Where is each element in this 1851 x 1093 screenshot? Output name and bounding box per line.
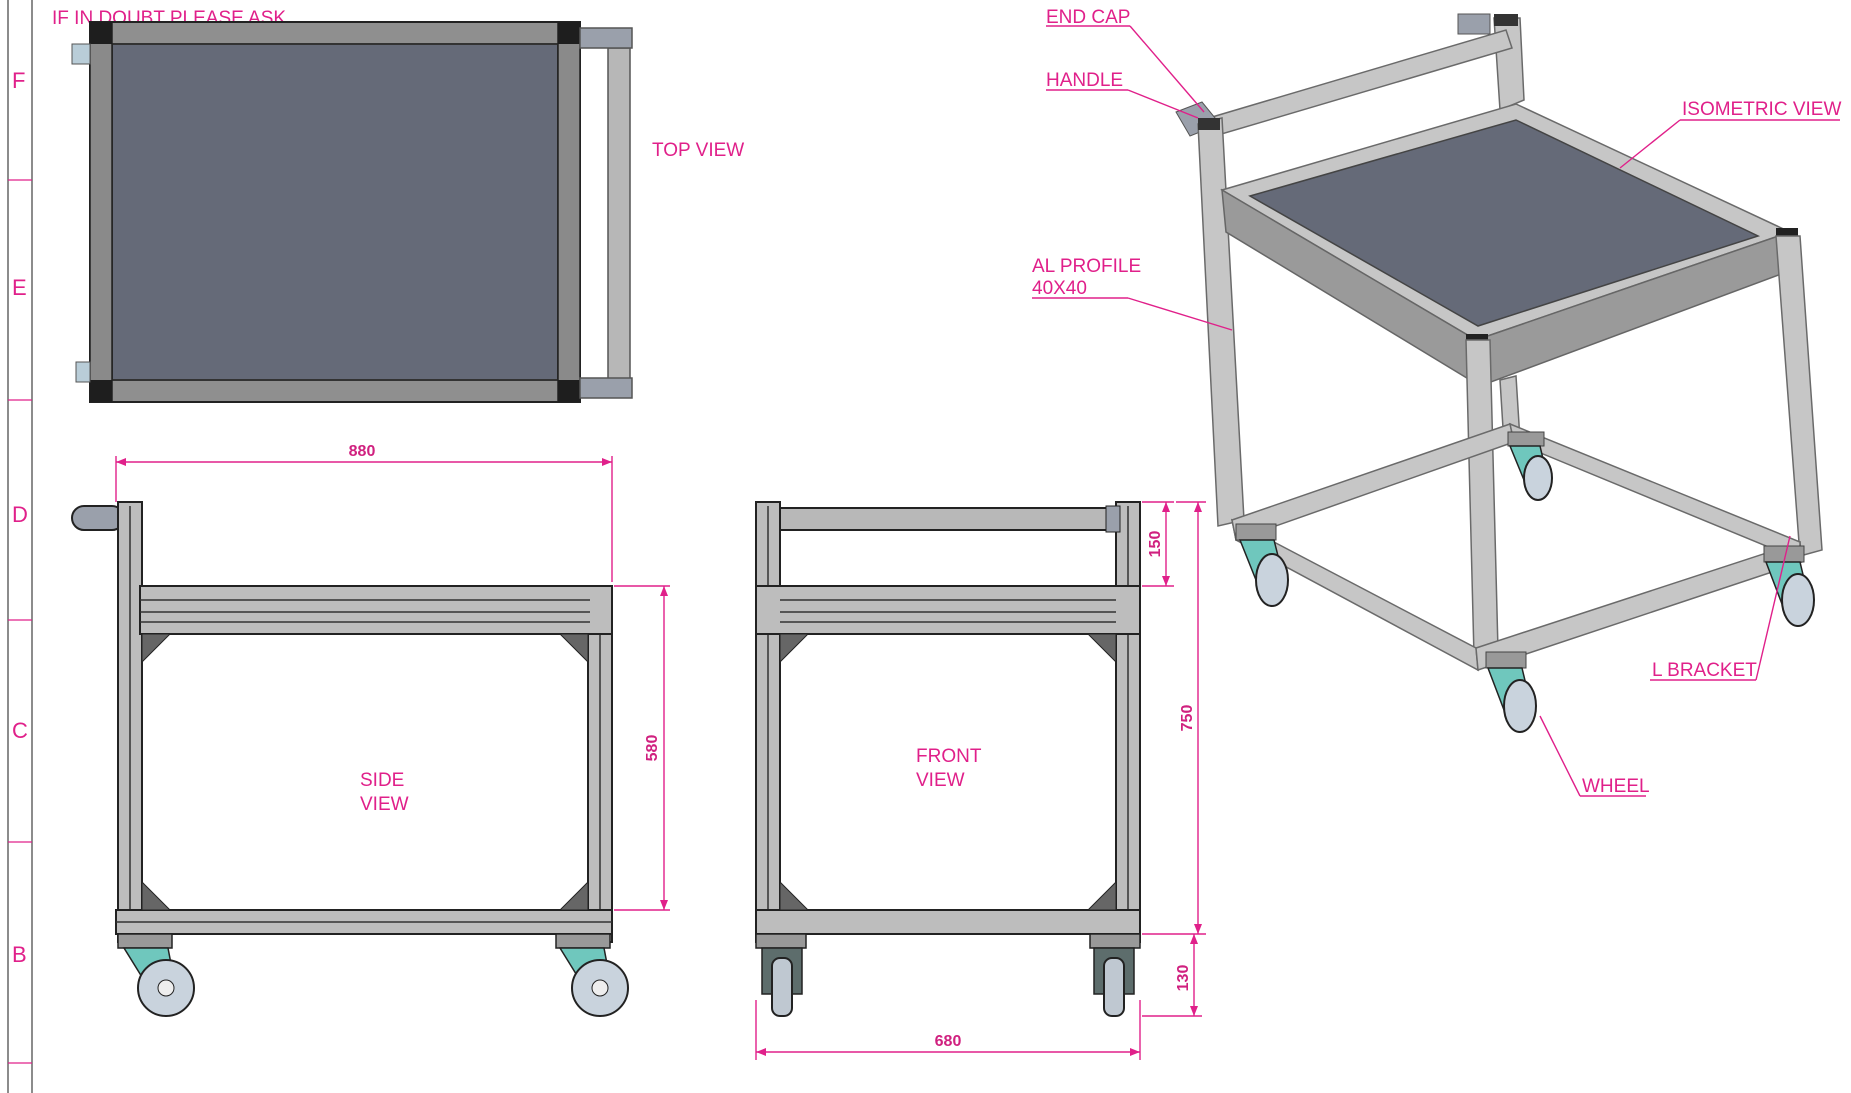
side-view — [71, 501, 629, 1017]
front-view-label-2: VIEW — [916, 770, 965, 791]
top-view — [71, 21, 633, 403]
zone-border — [7, 0, 33, 1093]
callout-al-profile-1: AL PROFILE — [1032, 256, 1141, 277]
callout-wheel: WHEEL — [1582, 776, 1650, 797]
top-view-label: TOP VIEW — [652, 140, 744, 161]
side-view-label-1: SIDE — [360, 770, 404, 791]
isometric-view-label: ISOMETRIC VIEW — [1682, 99, 1841, 120]
dim-side-length: 880 — [349, 443, 376, 460]
zone-label-f: F — [12, 68, 25, 93]
callout-end-cap: END CAP — [1046, 7, 1130, 28]
zone-label-c: C — [12, 718, 28, 743]
iso-leaders — [1032, 25, 1840, 797]
front-view — [755, 501, 1141, 1017]
callout-l-bracket: L BRACKET — [1652, 660, 1757, 681]
dim-front-wheel-height: 130 — [1175, 965, 1192, 992]
zone-label-e: E — [12, 275, 27, 300]
dim-front-width: 680 — [935, 1033, 962, 1050]
zone-label-d: D — [12, 502, 28, 527]
side-dimensions — [115, 456, 670, 911]
zone-label-b: B — [12, 942, 27, 967]
dim-side-frame-height: 580 — [644, 735, 661, 762]
isometric-view — [1175, 13, 1823, 733]
front-dimensions — [755, 501, 1206, 1060]
callout-al-profile-2: 40X40 — [1032, 278, 1087, 299]
dim-front-total-height: 750 — [1179, 705, 1196, 732]
dim-front-handle-height: 150 — [1147, 531, 1164, 558]
callout-handle: HANDLE — [1046, 70, 1123, 91]
front-view-label-1: FRONT — [916, 746, 982, 767]
side-view-label-2: VIEW — [360, 794, 409, 815]
